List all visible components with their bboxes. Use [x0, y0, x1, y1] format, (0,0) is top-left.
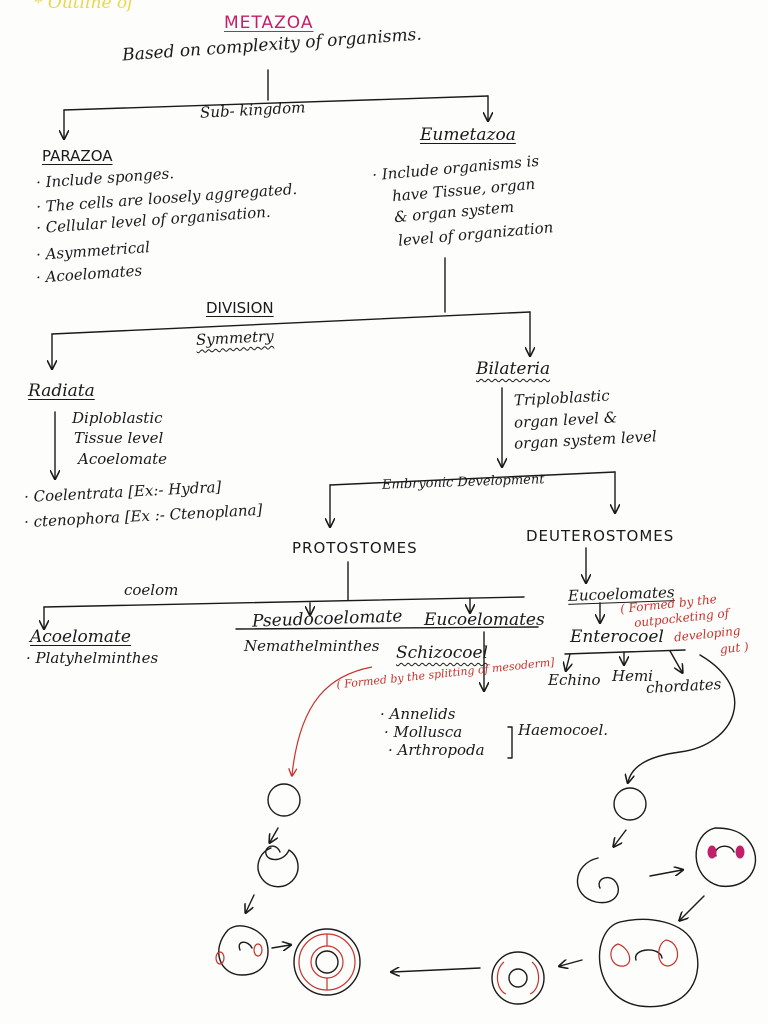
coelom-branch [43, 596, 525, 608]
pseudo-underline [235, 626, 539, 630]
radiata-title: Radiata [28, 381, 95, 401]
pouch-right-b [735, 845, 745, 859]
group-hemi: Hemi [612, 667, 653, 685]
haemocoel-label: Haemocoel. [518, 721, 609, 739]
embryo-cup-right [576, 857, 619, 904]
mesoderm-left-a [215, 951, 225, 965]
arrow-embryo-right-4 [560, 960, 583, 966]
embryo-gastrula-left [218, 925, 269, 976]
coelom-outer-right [491, 951, 545, 1005]
embryo-sphere-right [613, 787, 647, 821]
acoelomate-example: · Platyhelminthes [26, 649, 159, 667]
embryo-outpocket-right [695, 827, 757, 887]
coelom-basis: coelom [124, 581, 179, 599]
arrow-to-echino [566, 653, 570, 670]
pouch-right-a [707, 845, 717, 859]
radiata-trait-1: Diploblastic [72, 409, 163, 427]
red-arrow-schizocoel [292, 666, 373, 775]
pseudocoelomate-example: Nemathelminthes [244, 637, 380, 655]
arrow-right-to-left [392, 968, 481, 972]
arrow-embryo-left-2 [246, 894, 255, 912]
eumetazoa-title: Eumetazoa [420, 125, 516, 145]
enterocoel-branch [564, 649, 686, 655]
deuterostomes-title: DEUTEROSTOMES [526, 527, 675, 545]
gut-left [315, 950, 339, 974]
arrow-embryo-left-1 [270, 827, 279, 842]
arrow-embryo-right-1 [614, 829, 627, 846]
arrow-enterocoel-curve [628, 654, 736, 782]
division-title: DIVISION [206, 299, 274, 317]
arrow-embryo-left-3 [271, 945, 290, 948]
header-note: * Outline of [34, 0, 134, 13]
group-echino: Echino [548, 671, 601, 689]
gut-right [508, 968, 528, 988]
schizocoel-label: Schizocoel [396, 643, 488, 663]
arrow-embryo-right-3 [680, 895, 705, 920]
embryo-sphere-left [267, 783, 301, 817]
arrow-embryo-right-2 [649, 870, 682, 877]
enterocoel-label: Enterocoel [570, 627, 664, 647]
coelom-outer-left [293, 928, 361, 996]
bilateria-title: Bilateria [476, 359, 551, 379]
embryonic-branch [329, 471, 616, 486]
parazoa-title: PARAZOA [42, 147, 113, 165]
subkingdom-branch [63, 95, 489, 111]
embryo-pouches-right [598, 918, 699, 1008]
protostome-example-2: · Mollusca [384, 723, 463, 741]
haemocoel-bracket [507, 726, 513, 759]
mesoderm-left-b [253, 943, 263, 957]
radiata-trait-3: Acoelomate [78, 450, 168, 468]
protostomes-title: PROTOSTOMES [292, 539, 418, 557]
arrow-to-chordates [669, 650, 682, 672]
eucoelomates-title: Eucoelomates [424, 610, 545, 630]
protostome-example-1: · Annelids [380, 705, 456, 723]
coelom-red-right [496, 961, 540, 995]
acoelomate-title: Acoelomate [30, 627, 131, 647]
pouch-outline-right [610, 939, 679, 967]
radiata-trait-2: Tissue level [74, 429, 164, 447]
division-branch [51, 311, 531, 335]
embryo-cup-left [257, 845, 299, 888]
metazoa-title: METAZOA [224, 13, 314, 33]
protostome-example-3: · Arthropoda [388, 741, 485, 759]
